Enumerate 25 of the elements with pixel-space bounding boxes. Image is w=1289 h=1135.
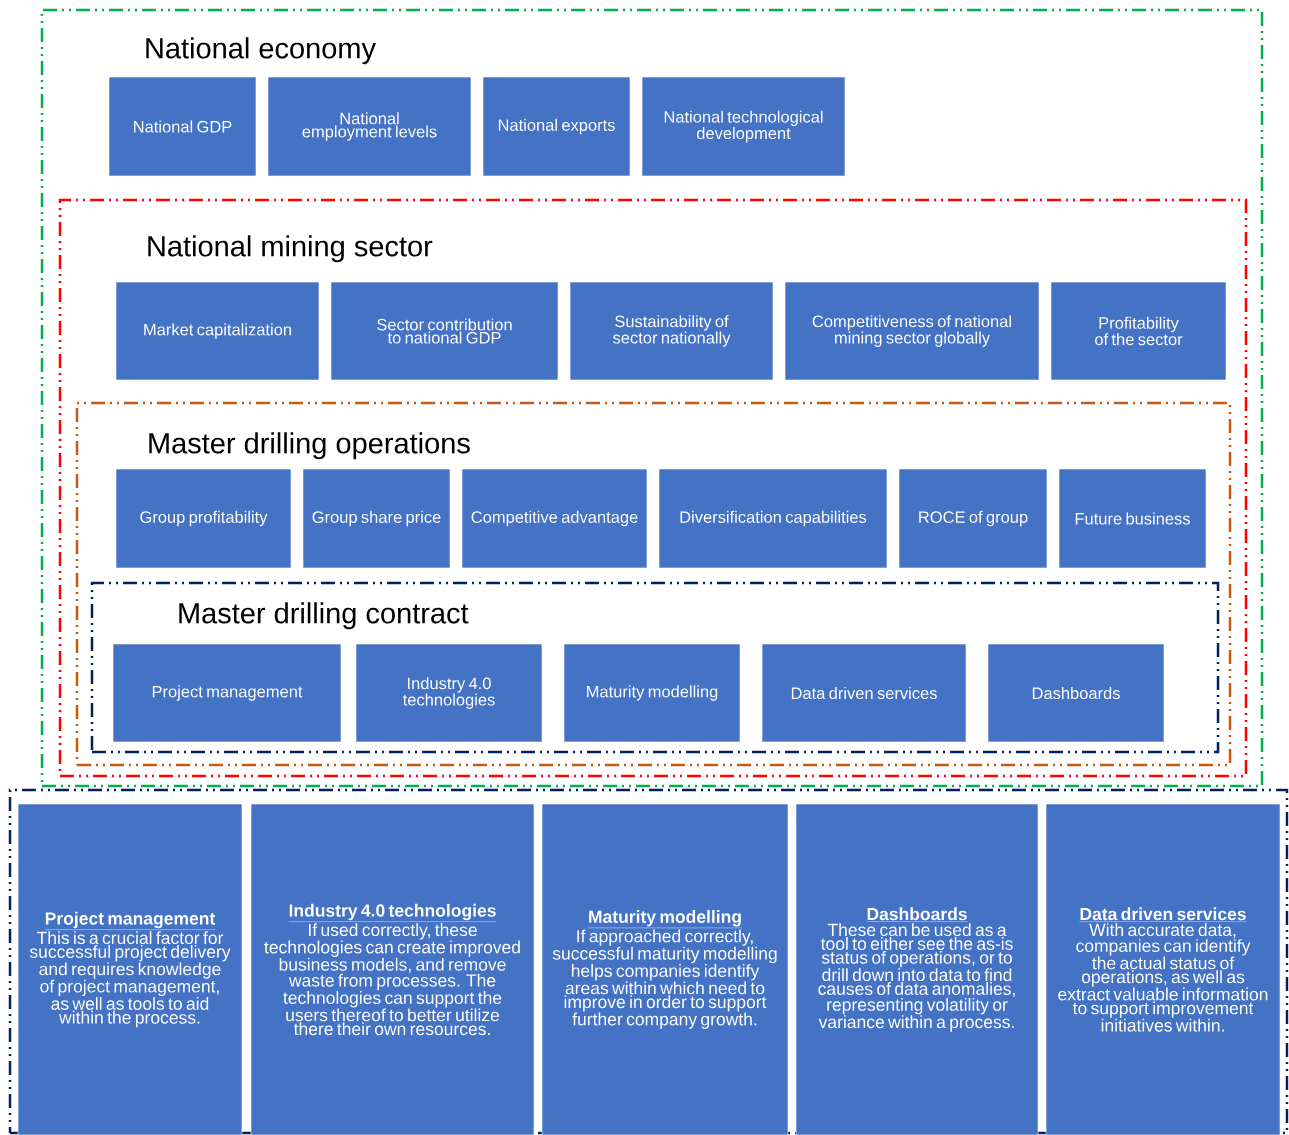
factor-box: Data driven services bbox=[761, 643, 967, 743]
factor-box: ROCE of group bbox=[898, 468, 1048, 569]
factor-box: Competitive advantage bbox=[461, 468, 648, 569]
factor-box: Group share price bbox=[302, 468, 451, 569]
factor-box: National employment levels bbox=[267, 76, 472, 177]
factor-box: Sector contribution to national GDP bbox=[330, 281, 559, 381]
description-box: Data driven services With accurate data, companies can identify the actual status of operations, as well as extract valuable information to support improvement initiatives within. bbox=[1045, 803, 1281, 1135]
factor-box: Profitability of the sector bbox=[1050, 281, 1227, 381]
factor-box: National GDP bbox=[108, 76, 257, 177]
factor-box: Sustainability of sector nationally bbox=[569, 281, 774, 381]
factor-box: Diversification capabilities bbox=[658, 468, 888, 569]
factor-box: Project management bbox=[112, 643, 342, 743]
factor-box: Dashboards bbox=[987, 643, 1165, 743]
factor-box: Future business bbox=[1058, 468, 1207, 569]
factor-box: National exports bbox=[482, 76, 631, 177]
factor-box: Maturity modelling bbox=[563, 643, 741, 743]
description-box: Project management This is a crucial factor for successful project delivery and requires knowledge of project management, as well as tools to aid within the process. bbox=[17, 803, 243, 1135]
description-box: Industry 4.0 technologies If used correctly, these technologies can create improved business models, and remove waste from processes. The technologies can support the users thereof to better utilize there their own resources. bbox=[250, 803, 535, 1135]
factor-box: Competitiveness of national mining sector globally bbox=[784, 281, 1040, 381]
factor-box: Group profitability bbox=[115, 468, 292, 569]
description-box: Dashboards These can be used as a tool to either see the as-is status of operations, or to drill down into data to find causes of data anomalies, representing volatility or variance within a process. bbox=[795, 803, 1039, 1135]
description-box: Maturity modelling If approached correctly, successful maturity modelling helps companies identify areas within which need to improve in order to support further company growth. bbox=[541, 803, 789, 1135]
factor-box: Market capitalization bbox=[115, 281, 320, 381]
factor-box: National technological development bbox=[641, 76, 846, 177]
factor-box: Industry 4.0 technologies bbox=[355, 643, 543, 743]
